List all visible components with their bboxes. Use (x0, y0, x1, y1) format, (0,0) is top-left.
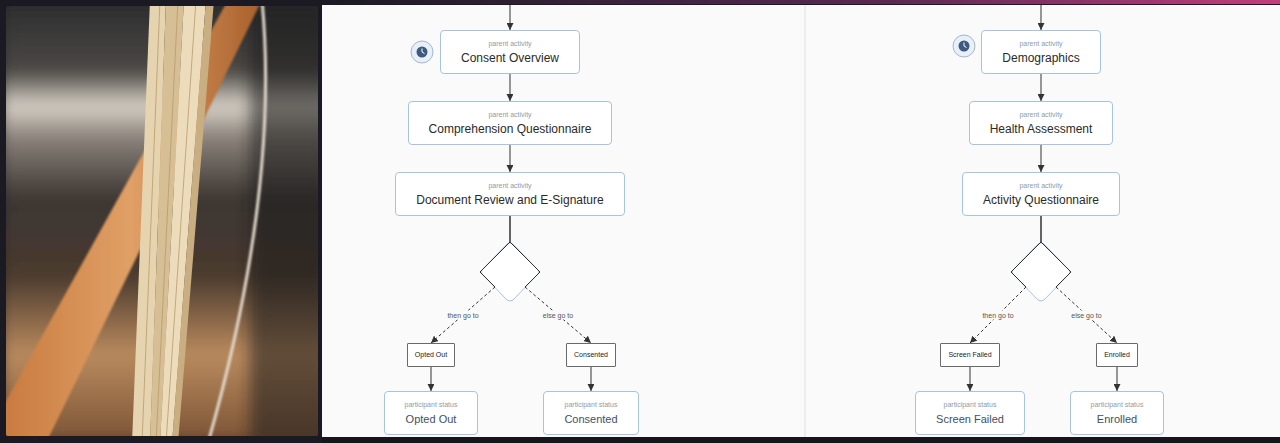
flow-arrow (1041, 145, 1042, 172)
node-title: Consented (564, 411, 617, 427)
photo-shadow (250, 6, 318, 436)
status-box: participant statusOpted Out (384, 391, 479, 435)
outcome-box: Opted Out (407, 343, 455, 367)
activity-box: parent activityActivity Questionnaire (962, 172, 1120, 216)
node-title: Opted Out (415, 344, 447, 366)
status-box: participant statusEnrolled (1070, 391, 1165, 435)
photo (6, 6, 318, 436)
node-title: Activity Questionnaire (983, 192, 1099, 208)
edge-label: else go to (1069, 311, 1103, 320)
edge-label: else go to (541, 311, 575, 320)
entry-arrow (510, 5, 511, 30)
node-kind: parent activity (983, 181, 1099, 190)
node-kind: participant status (405, 400, 458, 409)
node-title: Enrolled (1091, 411, 1144, 427)
node-kind: parent activity (429, 110, 592, 119)
top-bar (322, 0, 1280, 4)
outcome-box: Screen Failed (940, 343, 999, 367)
flow-arrow (509, 74, 510, 101)
node-title: Health Assessment (990, 121, 1093, 137)
edge-label: then go to (980, 311, 1015, 320)
node-kind: parent activity (1002, 39, 1079, 48)
pale-stick (172, 6, 214, 436)
edge-label: then go to (445, 311, 480, 320)
clock-icon (953, 35, 975, 57)
node-title: Consent Overview (461, 50, 559, 66)
branch-connector (1041, 216, 1117, 343)
flow-arrow (430, 367, 431, 391)
outcome-box: Consented (566, 343, 616, 367)
branch-connector (510, 216, 591, 343)
flow-arrow (509, 145, 510, 172)
node-kind: parent activity (461, 39, 559, 48)
stick-grain (142, 6, 196, 436)
curved-stick (208, 6, 266, 436)
node-title: Opted Out (405, 411, 458, 427)
node-title: Screen Failed (936, 411, 1004, 427)
clock-icon (411, 41, 433, 63)
node-kind: participant status (564, 400, 617, 409)
flow-arrow (1117, 367, 1118, 391)
orange-stick (6, 6, 262, 436)
diagram-panel (322, 5, 1280, 437)
bottom-bar (322, 437, 1280, 443)
node-title: Screen Failed (948, 344, 991, 366)
photo-ground (6, 6, 318, 436)
node-title: Demographics (1002, 50, 1079, 66)
flow-arrow (969, 367, 970, 391)
node-kind: participant status (936, 400, 1004, 409)
branch-connector (970, 216, 1041, 343)
branch-connector (431, 216, 510, 343)
flow-arrow (1041, 74, 1042, 101)
entry-arrow (1041, 5, 1042, 30)
node-title: Comprehension Questionnaire (429, 121, 592, 137)
node-title: Consented (574, 344, 608, 366)
status-box: participant statusScreen Failed (915, 391, 1025, 435)
node-kind: participant status (1091, 400, 1144, 409)
flow-arrow (590, 367, 591, 391)
node-kind: parent activity (990, 110, 1093, 119)
activity-box: parent activityDemographics (981, 30, 1100, 74)
activity-box: parent activityDocument Review and E-Sig… (395, 172, 624, 216)
activity-box: parent activityHealth Assessment (969, 101, 1114, 145)
outcome-box: Enrolled (1096, 343, 1138, 367)
status-box: participant statusConsented (543, 391, 638, 435)
node-kind: parent activity (416, 181, 603, 190)
activity-box: parent activityConsent Overview (440, 30, 580, 74)
activity-box: parent activityComprehension Questionnai… (408, 101, 613, 145)
node-title: Enrolled (1104, 344, 1130, 366)
divider (805, 5, 806, 437)
node-title: Document Review and E-Signature (416, 192, 603, 208)
